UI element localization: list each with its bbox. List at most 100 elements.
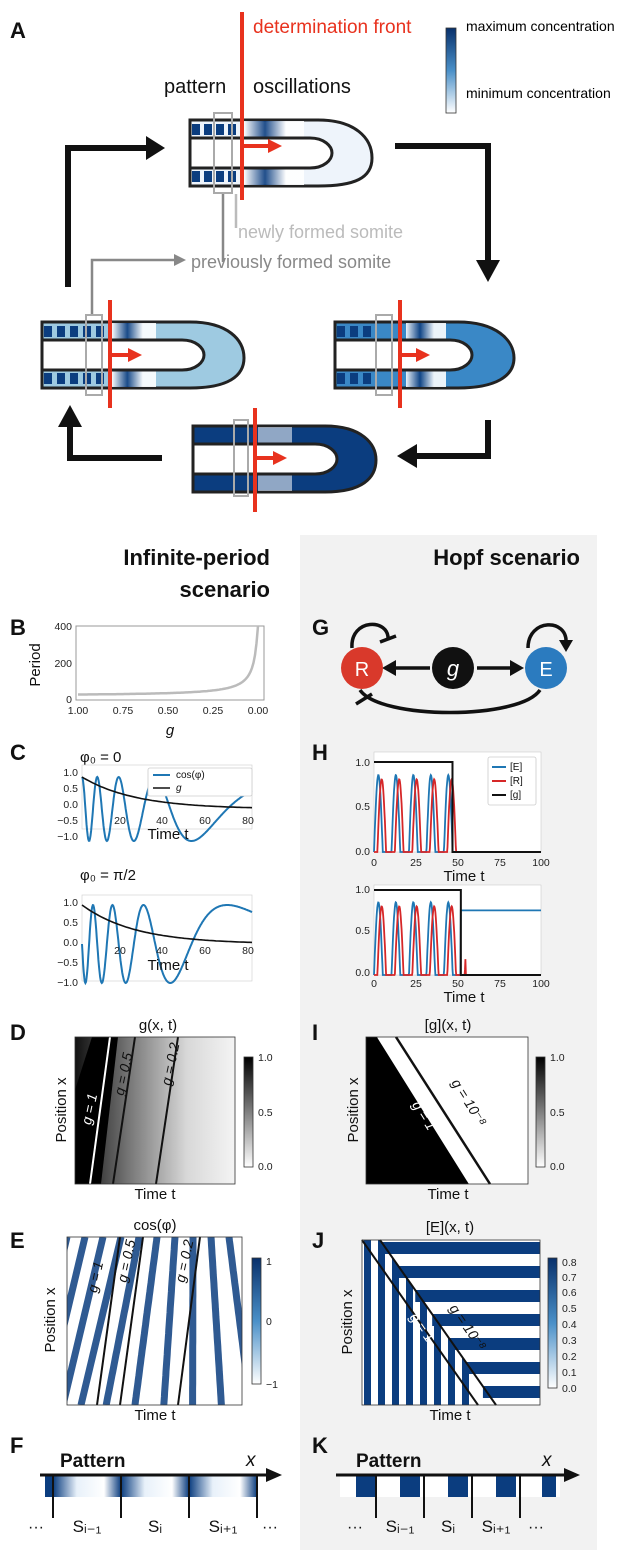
panel-a-label: A	[10, 18, 26, 43]
b-xtick-3: 0.50	[158, 705, 179, 717]
svg-text:60: 60	[199, 945, 211, 957]
h-xlabel-top: Time t	[443, 868, 485, 885]
k-seg-prev: Sᵢ₋₁	[386, 1517, 415, 1536]
pattern-label: pattern	[164, 76, 226, 98]
svg-text:20: 20	[114, 815, 126, 827]
d-xlabel: Time t	[134, 1186, 176, 1203]
k-seg-next: Sᵢ₊₁	[482, 1517, 511, 1536]
e-cbar-m1: −1	[266, 1379, 278, 1391]
svg-text:0.5: 0.5	[63, 917, 78, 929]
j-title: [E](x, t)	[426, 1219, 474, 1236]
b-ylabel: Period	[27, 643, 44, 686]
b-xtick-4: 0.25	[203, 705, 224, 717]
svg-text:0.5: 0.5	[63, 783, 78, 795]
svg-text:1.0: 1.0	[63, 897, 78, 909]
panel-k-label: K	[312, 1433, 328, 1458]
svg-text:0.6: 0.6	[562, 1287, 577, 1299]
f-seg-prev: Sᵢ₋₁	[73, 1517, 102, 1536]
b-xlabel: g	[166, 722, 175, 739]
svg-text:0: 0	[371, 857, 377, 869]
svg-text:−1.0: −1.0	[57, 977, 78, 989]
c-title-top: φ₀ = 0	[80, 749, 121, 766]
svg-text:0.5: 0.5	[355, 801, 370, 813]
h-ticks-bottom: 1.0 0.5 0.0 0 25 50 75 100	[355, 884, 550, 990]
f-seg-cur: Sᵢ	[148, 1517, 162, 1536]
svg-text:1.0: 1.0	[355, 757, 370, 769]
panel-j-label: J	[312, 1228, 324, 1253]
svg-text:100: 100	[532, 857, 550, 869]
svg-text:0.3: 0.3	[562, 1335, 577, 1347]
k-dots-right: ···	[528, 1519, 544, 1536]
previously-formed-somite-label: previously formed somite	[191, 252, 391, 272]
svg-text:0.2: 0.2	[562, 1351, 577, 1363]
e-colorbar	[251, 1257, 262, 1385]
h-plot-top	[373, 751, 542, 853]
svg-text:0.7: 0.7	[562, 1272, 577, 1284]
d-colorbar	[243, 1056, 254, 1168]
h-plot-bottom	[373, 884, 542, 976]
f-pattern-bar	[40, 1468, 282, 1518]
d-title: g(x, t)	[139, 1017, 177, 1034]
svg-text:0.0: 0.0	[63, 937, 78, 949]
e-ylabel: Position x	[42, 1287, 59, 1353]
e-line-g1: g = 1	[84, 1260, 106, 1294]
i-cbar-0: 0.0	[550, 1161, 565, 1173]
h-legend-g: [g]	[510, 790, 521, 801]
embryo-left	[40, 300, 246, 408]
d-cbar-1: 1.0	[258, 1052, 273, 1064]
k-seg-cur: Sᵢ	[441, 1517, 455, 1536]
svg-text:75: 75	[494, 978, 506, 990]
d-cbar-0: 0.0	[258, 1161, 273, 1173]
period-plot	[75, 625, 265, 701]
k-x-label: x	[541, 1450, 553, 1471]
f-dots-left: ···	[28, 1519, 44, 1536]
svg-text:0.0: 0.0	[562, 1383, 577, 1395]
svg-text:50: 50	[452, 857, 464, 869]
h-legend-e: [E]	[510, 762, 522, 773]
svg-text:0.1: 0.1	[562, 1367, 577, 1379]
left-scenario-title-1: Infinite-period	[123, 545, 270, 570]
svg-text:−0.5: −0.5	[57, 957, 78, 969]
j-xlabel: Time t	[429, 1407, 471, 1424]
svg-text:0.0: 0.0	[63, 799, 78, 811]
h-xlabel-bottom: Time t	[443, 989, 485, 1006]
network-diagram	[341, 622, 573, 715]
panel-g-label: G	[312, 615, 329, 640]
svg-text:0.0: 0.0	[355, 846, 370, 858]
svg-text:80: 80	[242, 815, 254, 827]
panel-b-label: B	[10, 615, 26, 640]
e-title: cos(φ)	[133, 1217, 176, 1234]
svg-text:100: 100	[532, 978, 550, 990]
i-cbar-05: 0.5	[550, 1107, 565, 1119]
node-e: E	[539, 659, 552, 681]
svg-text:0.8: 0.8	[562, 1257, 577, 1269]
svg-text:1.0: 1.0	[355, 884, 370, 896]
svg-text:50: 50	[452, 978, 464, 990]
c-xlabel-bottom: Time t	[147, 957, 189, 974]
k-dots-left: ···	[347, 1519, 363, 1536]
b-ytick-400: 400	[54, 621, 72, 633]
svg-text:0: 0	[371, 978, 377, 990]
embryo-bottom	[191, 408, 378, 512]
newly-formed-somite-label: newly formed somite	[238, 222, 403, 242]
d-heatmap	[74, 1036, 236, 1185]
right-scenario-title: Hopf scenario	[433, 545, 580, 570]
c-legend-cos: cos(φ)	[176, 770, 205, 781]
f-pattern-label: Pattern	[60, 1451, 125, 1472]
d-cbar-05: 0.5	[258, 1107, 273, 1119]
embryo-right	[333, 300, 516, 408]
panel-c-label: C	[10, 740, 26, 765]
f-seg-next: Sᵢ₊₁	[209, 1517, 238, 1536]
i-colorbar	[535, 1056, 546, 1168]
svg-text:60: 60	[199, 815, 211, 827]
b-ytick-200: 200	[54, 658, 72, 670]
node-r: R	[355, 659, 369, 681]
svg-text:0.5: 0.5	[562, 1303, 577, 1315]
svg-text:75: 75	[494, 857, 506, 869]
d-line-g1: g = 1	[78, 1092, 100, 1126]
min-concentration-label: minimum concentration	[466, 85, 611, 101]
svg-text:40: 40	[156, 945, 168, 957]
i-heatmap	[365, 1036, 529, 1185]
c-legend-g: g	[176, 783, 182, 794]
